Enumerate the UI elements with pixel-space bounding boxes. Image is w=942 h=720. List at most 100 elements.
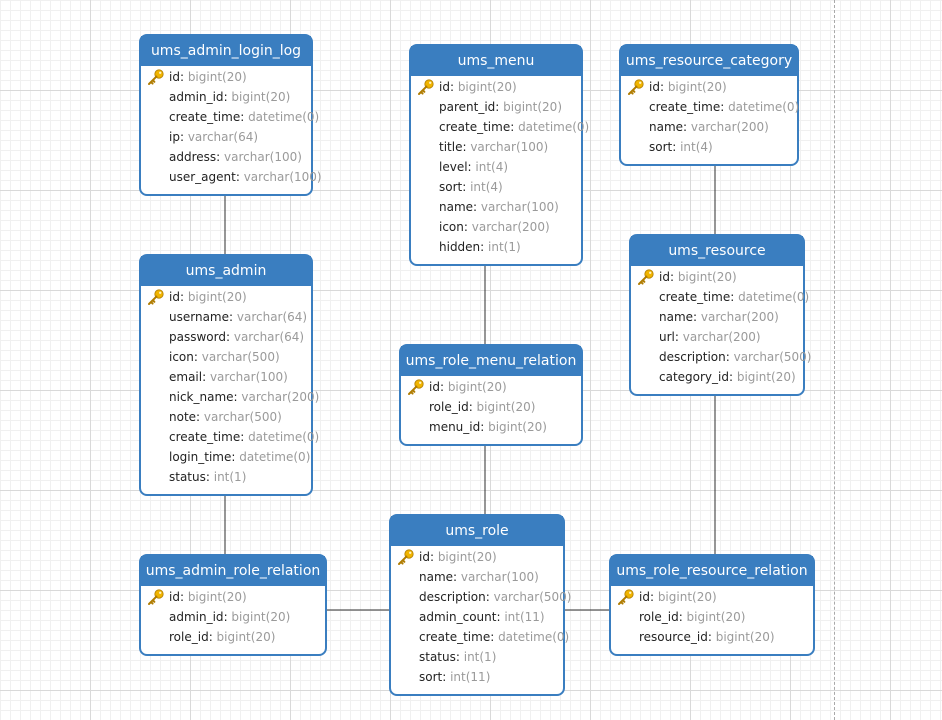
field-row[interactable]: create_time: datetime(0) bbox=[649, 100, 800, 114]
field-name: role_id bbox=[429, 400, 469, 414]
field-row[interactable]: name: varchar(200) bbox=[659, 310, 779, 324]
field-name: user_agent bbox=[169, 170, 236, 184]
field-row-primary-key[interactable]: id: bigint(20) bbox=[411, 77, 581, 97]
field-row[interactable]: create_time: datetime(0) bbox=[439, 120, 590, 134]
field-row[interactable]: sort: int(4) bbox=[439, 180, 503, 194]
field-row[interactable]: note: varchar(500) bbox=[169, 410, 282, 424]
key-icon bbox=[148, 69, 164, 85]
field-row[interactable]: create_time: datetime(0) bbox=[419, 630, 570, 644]
field-row[interactable]: description: varchar(500) bbox=[419, 590, 572, 604]
field-type: bigint(20) bbox=[187, 290, 247, 304]
field-row[interactable]: menu_id: bigint(20) bbox=[429, 420, 547, 434]
field-row[interactable]: category_id: bigint(20) bbox=[659, 370, 796, 384]
entity-ums-admin-login-log[interactable]: ums_admin_login_log id: bigint(20) admin… bbox=[139, 34, 322, 196]
field-row[interactable]: admin_count: int(11) bbox=[419, 610, 545, 624]
field-row[interactable]: admin_id: bigint(20) bbox=[169, 90, 291, 104]
field-row[interactable]: name: varchar(100) bbox=[419, 570, 539, 584]
field-name: ip bbox=[169, 130, 180, 144]
field-list: id: bigint(20) create_time: datetime(0) … bbox=[621, 76, 800, 161]
field-row[interactable]: create_time: datetime(0) bbox=[659, 290, 810, 304]
field-row[interactable]: create_time: datetime(0) bbox=[169, 110, 320, 124]
field-type: varchar(64) bbox=[236, 310, 308, 324]
field-type: bigint(20) bbox=[667, 80, 727, 94]
field-row[interactable]: role_id: bigint(20) bbox=[169, 630, 276, 644]
field-row[interactable]: role_id: bigint(20) bbox=[429, 400, 536, 414]
field-row[interactable]: resource_id: bigint(20) bbox=[639, 630, 775, 644]
key-icon bbox=[638, 269, 654, 285]
field-row[interactable]: user_agent: varchar(100) bbox=[169, 170, 322, 184]
entity-ums-admin[interactable]: ums_admin id: bigint(20) username: varch… bbox=[139, 254, 320, 496]
field-type: int(4) bbox=[680, 140, 713, 154]
field-row[interactable]: ip: varchar(64) bbox=[169, 130, 259, 144]
field-name: sort bbox=[649, 140, 673, 154]
field-row[interactable]: icon: varchar(200) bbox=[439, 220, 550, 234]
entity-title: ums_role bbox=[391, 516, 563, 546]
field-row-primary-key[interactable]: id: bigint(20) bbox=[141, 287, 311, 307]
field-row-primary-key[interactable]: id: bigint(20) bbox=[621, 77, 797, 97]
field-row[interactable]: parent_id: bigint(20) bbox=[439, 100, 563, 114]
field-row-primary-key[interactable]: id: bigint(20) bbox=[401, 377, 581, 397]
field-row-primary-key[interactable]: id: bigint(20) bbox=[631, 267, 803, 287]
field-type: bigint(20) bbox=[447, 380, 507, 394]
field-row-primary-key[interactable]: id: bigint(20) bbox=[611, 587, 813, 607]
entity-title: ums_role_resource_relation bbox=[611, 556, 813, 586]
key-icon bbox=[408, 379, 424, 395]
field-row[interactable]: description: varchar(500) bbox=[659, 350, 812, 364]
field-name: menu_id bbox=[429, 420, 481, 434]
field-list: id: bigint(20) create_time: datetime(0) … bbox=[631, 266, 812, 391]
entity-ums-menu[interactable]: ums_menu id: bigint(20) parent_id: bigin… bbox=[409, 44, 590, 266]
field-type: bigint(20) bbox=[457, 80, 517, 94]
field-row[interactable]: title: varchar(100) bbox=[439, 140, 549, 154]
field-row[interactable]: password: varchar(64) bbox=[169, 330, 305, 344]
field-row[interactable]: status: int(1) bbox=[169, 470, 247, 484]
field-name: url bbox=[659, 330, 675, 344]
field-name: id bbox=[169, 290, 180, 304]
field-type: varchar(500) bbox=[203, 410, 282, 424]
field-row[interactable]: role_id: bigint(20) bbox=[639, 610, 746, 624]
entity-ums-role-resource-relation[interactable]: ums_role_resource_relation id: bigint(20… bbox=[609, 554, 815, 656]
field-name: level bbox=[439, 160, 468, 174]
field-row[interactable]: login_time: datetime(0) bbox=[169, 450, 311, 464]
field-type: bigint(20) bbox=[437, 550, 497, 564]
entity-ums-admin-role-relation[interactable]: ums_admin_role_relation id: bigint(20) a… bbox=[139, 554, 327, 656]
field-type: varchar(200) bbox=[700, 310, 779, 324]
field-row[interactable]: sort: int(11) bbox=[419, 670, 491, 684]
field-name: create_time bbox=[439, 120, 511, 134]
field-type: int(1) bbox=[463, 650, 497, 664]
key-icon bbox=[148, 589, 164, 605]
field-row-primary-key[interactable]: id: bigint(20) bbox=[391, 547, 563, 567]
field-row[interactable]: icon: varchar(500) bbox=[169, 350, 280, 364]
field-row[interactable]: address: varchar(100) bbox=[169, 150, 302, 164]
field-row[interactable]: url: varchar(200) bbox=[659, 330, 761, 344]
field-type: bigint(20) bbox=[476, 400, 536, 414]
field-name: create_time bbox=[419, 630, 491, 644]
field-type: datetime(0) bbox=[728, 100, 800, 114]
field-name: name bbox=[649, 120, 684, 134]
field-row[interactable]: username: varchar(64) bbox=[169, 310, 308, 324]
field-row-primary-key[interactable]: id: bigint(20) bbox=[141, 587, 325, 607]
entity-ums-role[interactable]: ums_role id: bigint(20) name: varchar(10… bbox=[389, 514, 572, 696]
entity-ums-resource[interactable]: ums_resource id: bigint(20) create_time:… bbox=[629, 234, 812, 396]
entity-title: ums_admin_login_log bbox=[141, 36, 311, 66]
field-row[interactable]: level: int(4) bbox=[439, 160, 509, 174]
entity-ums-role-menu-relation[interactable]: ums_role_menu_relation id: bigint(20) ro… bbox=[399, 344, 583, 446]
field-row[interactable]: create_time: datetime(0) bbox=[169, 430, 320, 444]
field-name: status bbox=[169, 470, 206, 484]
field-row[interactable]: sort: int(4) bbox=[649, 140, 713, 154]
field-row[interactable]: name: varchar(200) bbox=[649, 120, 769, 134]
field-row[interactable]: admin_id: bigint(20) bbox=[169, 610, 291, 624]
field-row[interactable]: hidden: int(1) bbox=[439, 240, 521, 254]
field-row[interactable]: status: int(1) bbox=[419, 650, 497, 664]
entity-title: ums_admin bbox=[141, 256, 311, 286]
field-type: varchar(100) bbox=[470, 140, 549, 154]
field-row[interactable]: name: varchar(100) bbox=[439, 200, 559, 214]
field-type: int(1) bbox=[213, 470, 247, 484]
field-row[interactable]: email: varchar(100) bbox=[169, 370, 288, 384]
field-row[interactable]: nick_name: varchar(200) bbox=[169, 390, 320, 404]
field-name: status bbox=[419, 650, 456, 664]
entity-ums-resource-category[interactable]: ums_resource_category id: bigint(20) cre… bbox=[619, 44, 799, 166]
field-type: datetime(0) bbox=[248, 430, 320, 444]
field-row-primary-key[interactable]: id: bigint(20) bbox=[141, 67, 311, 87]
field-type: varchar(500) bbox=[493, 590, 572, 604]
field-type: varchar(500) bbox=[201, 350, 280, 364]
